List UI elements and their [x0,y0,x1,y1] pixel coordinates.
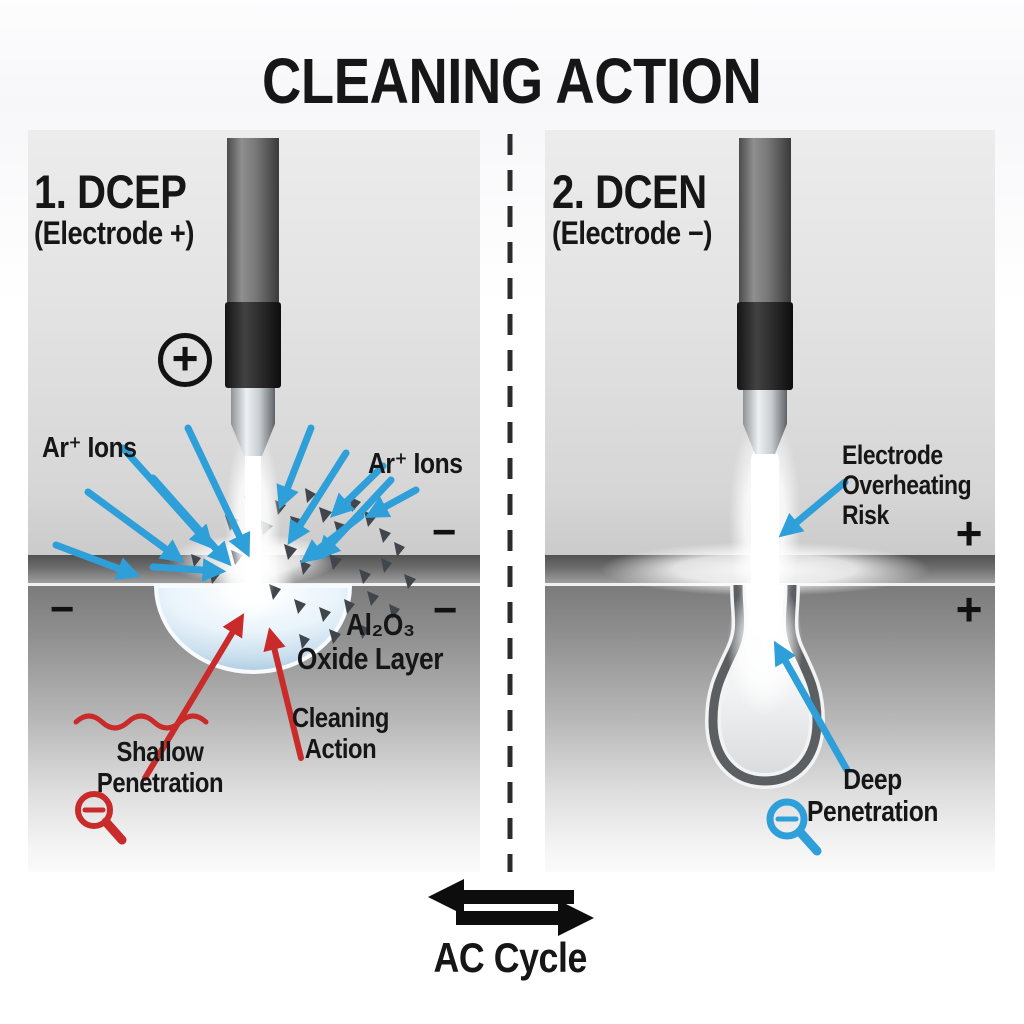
page-title: CLEANING ACTION [0,45,1024,118]
oxide-layer-label: Oxide Layer [275,641,465,677]
ar-ions-label-right: Ar⁺ Ions [368,448,479,480]
dcen-heading: 2. DCEN [552,165,734,219]
dcep-arc-beam [225,425,281,625]
ac-cycle-divider-dashed-line [507,134,513,872]
page-title-text: CLEANING ACTION [262,45,762,117]
ac-cycle-text: AC Cycle [433,934,587,981]
polarity-plus-text: + [171,332,199,384]
dcep-subheading-text: (Electrode +) [34,215,194,251]
dcep-illustration [52,138,420,781]
shallow-squiggle [73,713,209,731]
ar-ions-left-text: Ar⁺ Ions [42,432,137,464]
argon-ion-arrows [52,424,420,582]
ac-cycle-arrows-icon [428,879,594,936]
dcep-heading: 1. DCEP [34,165,213,219]
dcep-subheading: (Electrode +) [34,215,222,252]
plus-sign: + [955,507,983,559]
dcen-subheading: (Electrode −) [552,215,740,252]
dcep-electrode [225,138,281,456]
dcen-subheading-text: (Electrode −) [552,215,712,251]
dcen-weld-pool [704,573,826,790]
oxide-formula-label: Al₂O₃ [300,607,460,643]
plus-sign: + [955,583,983,635]
oxide-layer-text: Oxide Layer [296,641,444,676]
dcen-arc-beam [729,410,801,638]
cleaning-action-label: Cleaning Action [291,702,390,765]
circled-plus-icon: + [158,332,212,387]
dcen-electrode [737,138,793,454]
overheating-risk-label: Electrode Overheating Risk [842,440,972,531]
minus-sign: − [432,586,458,633]
oxide-formula-text: Al₂O₃ [345,607,415,642]
ar-ions-right-text: Ar⁺ Ions [368,448,463,480]
deep-penetration-label: Deep Penetration [807,764,938,829]
shallow-penetration-label: Shallow Penetration [96,736,224,799]
ar-ions-label-left: Ar⁺ Ions [42,432,153,464]
minus-sign: − [49,585,75,632]
dcen-illustration [600,138,930,790]
dcep-panel [28,130,480,872]
dcen-heading-text: 2. DCEN [552,165,707,218]
dcep-heading-text: 1. DCEP [34,165,187,218]
minus-sign: − [431,508,457,555]
cleaning-action-arrows [73,613,304,781]
dcen-panel [545,130,995,872]
magnifier-minus-icon-red [75,791,127,845]
magnifier-minus-icon-blue [766,798,822,856]
dcen-annotation-arrows [773,478,851,774]
ac-cycle-label: AC Cycle [400,934,620,981]
